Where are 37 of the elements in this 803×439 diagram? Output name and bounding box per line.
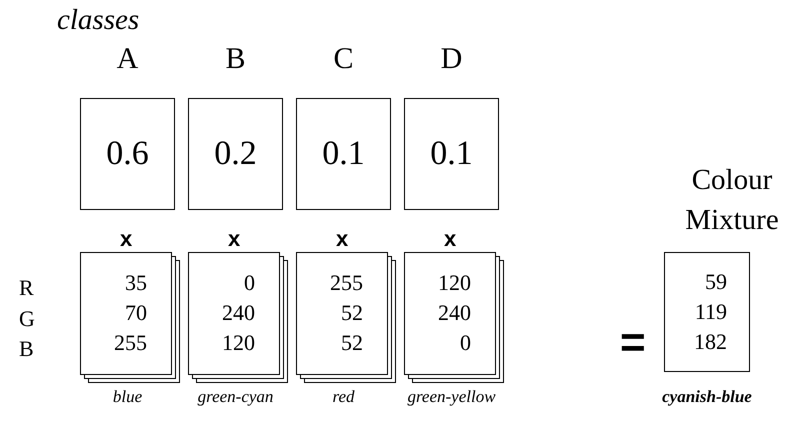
weight-value: 0.1	[321, 134, 366, 174]
weight-box	[404, 98, 499, 210]
class-heading: B	[224, 42, 246, 76]
weight-box	[296, 98, 391, 210]
multiply-sign: x	[120, 226, 132, 252]
channel-label: G	[19, 306, 35, 332]
weight-value: 0.2	[213, 134, 258, 174]
equals-sign: =	[620, 318, 646, 368]
colour-name: green-yellow	[406, 387, 497, 407]
weight-box	[80, 98, 175, 210]
channel-label: B	[19, 336, 34, 362]
multiply-sign: x	[444, 226, 456, 252]
multiply-sign: x	[228, 226, 240, 252]
class-heading: C	[332, 42, 354, 76]
class-heading: D	[440, 42, 464, 76]
rgb-card	[404, 252, 496, 375]
rgb-values: 0 240 120	[221, 269, 255, 357]
weight-value: 0.1	[429, 134, 474, 174]
rgb-values: 120 240 0	[437, 269, 471, 357]
rgb-card	[80, 252, 172, 375]
rgb-card	[188, 252, 280, 375]
rgb-values: 59 119 182	[693, 268, 727, 356]
class-heading: A	[116, 42, 140, 76]
rgb-values: 35 70 255	[113, 269, 147, 357]
colour-name: green-cyan	[196, 387, 274, 407]
result-heading: Colour Mixture	[684, 163, 780, 238]
colour-name: red	[331, 387, 356, 407]
colour-name: cyanish-blue	[661, 387, 753, 407]
result-card	[664, 252, 750, 372]
weight-value: 0.6	[105, 134, 150, 174]
channel-label: R	[19, 275, 34, 301]
colour-name: blue	[112, 387, 144, 407]
rgb-values: 255 52 52	[329, 269, 363, 357]
rgb-card	[296, 252, 388, 375]
multiply-sign: x	[336, 226, 348, 252]
weight-box	[188, 98, 283, 210]
axis-title: classes	[57, 4, 140, 37]
